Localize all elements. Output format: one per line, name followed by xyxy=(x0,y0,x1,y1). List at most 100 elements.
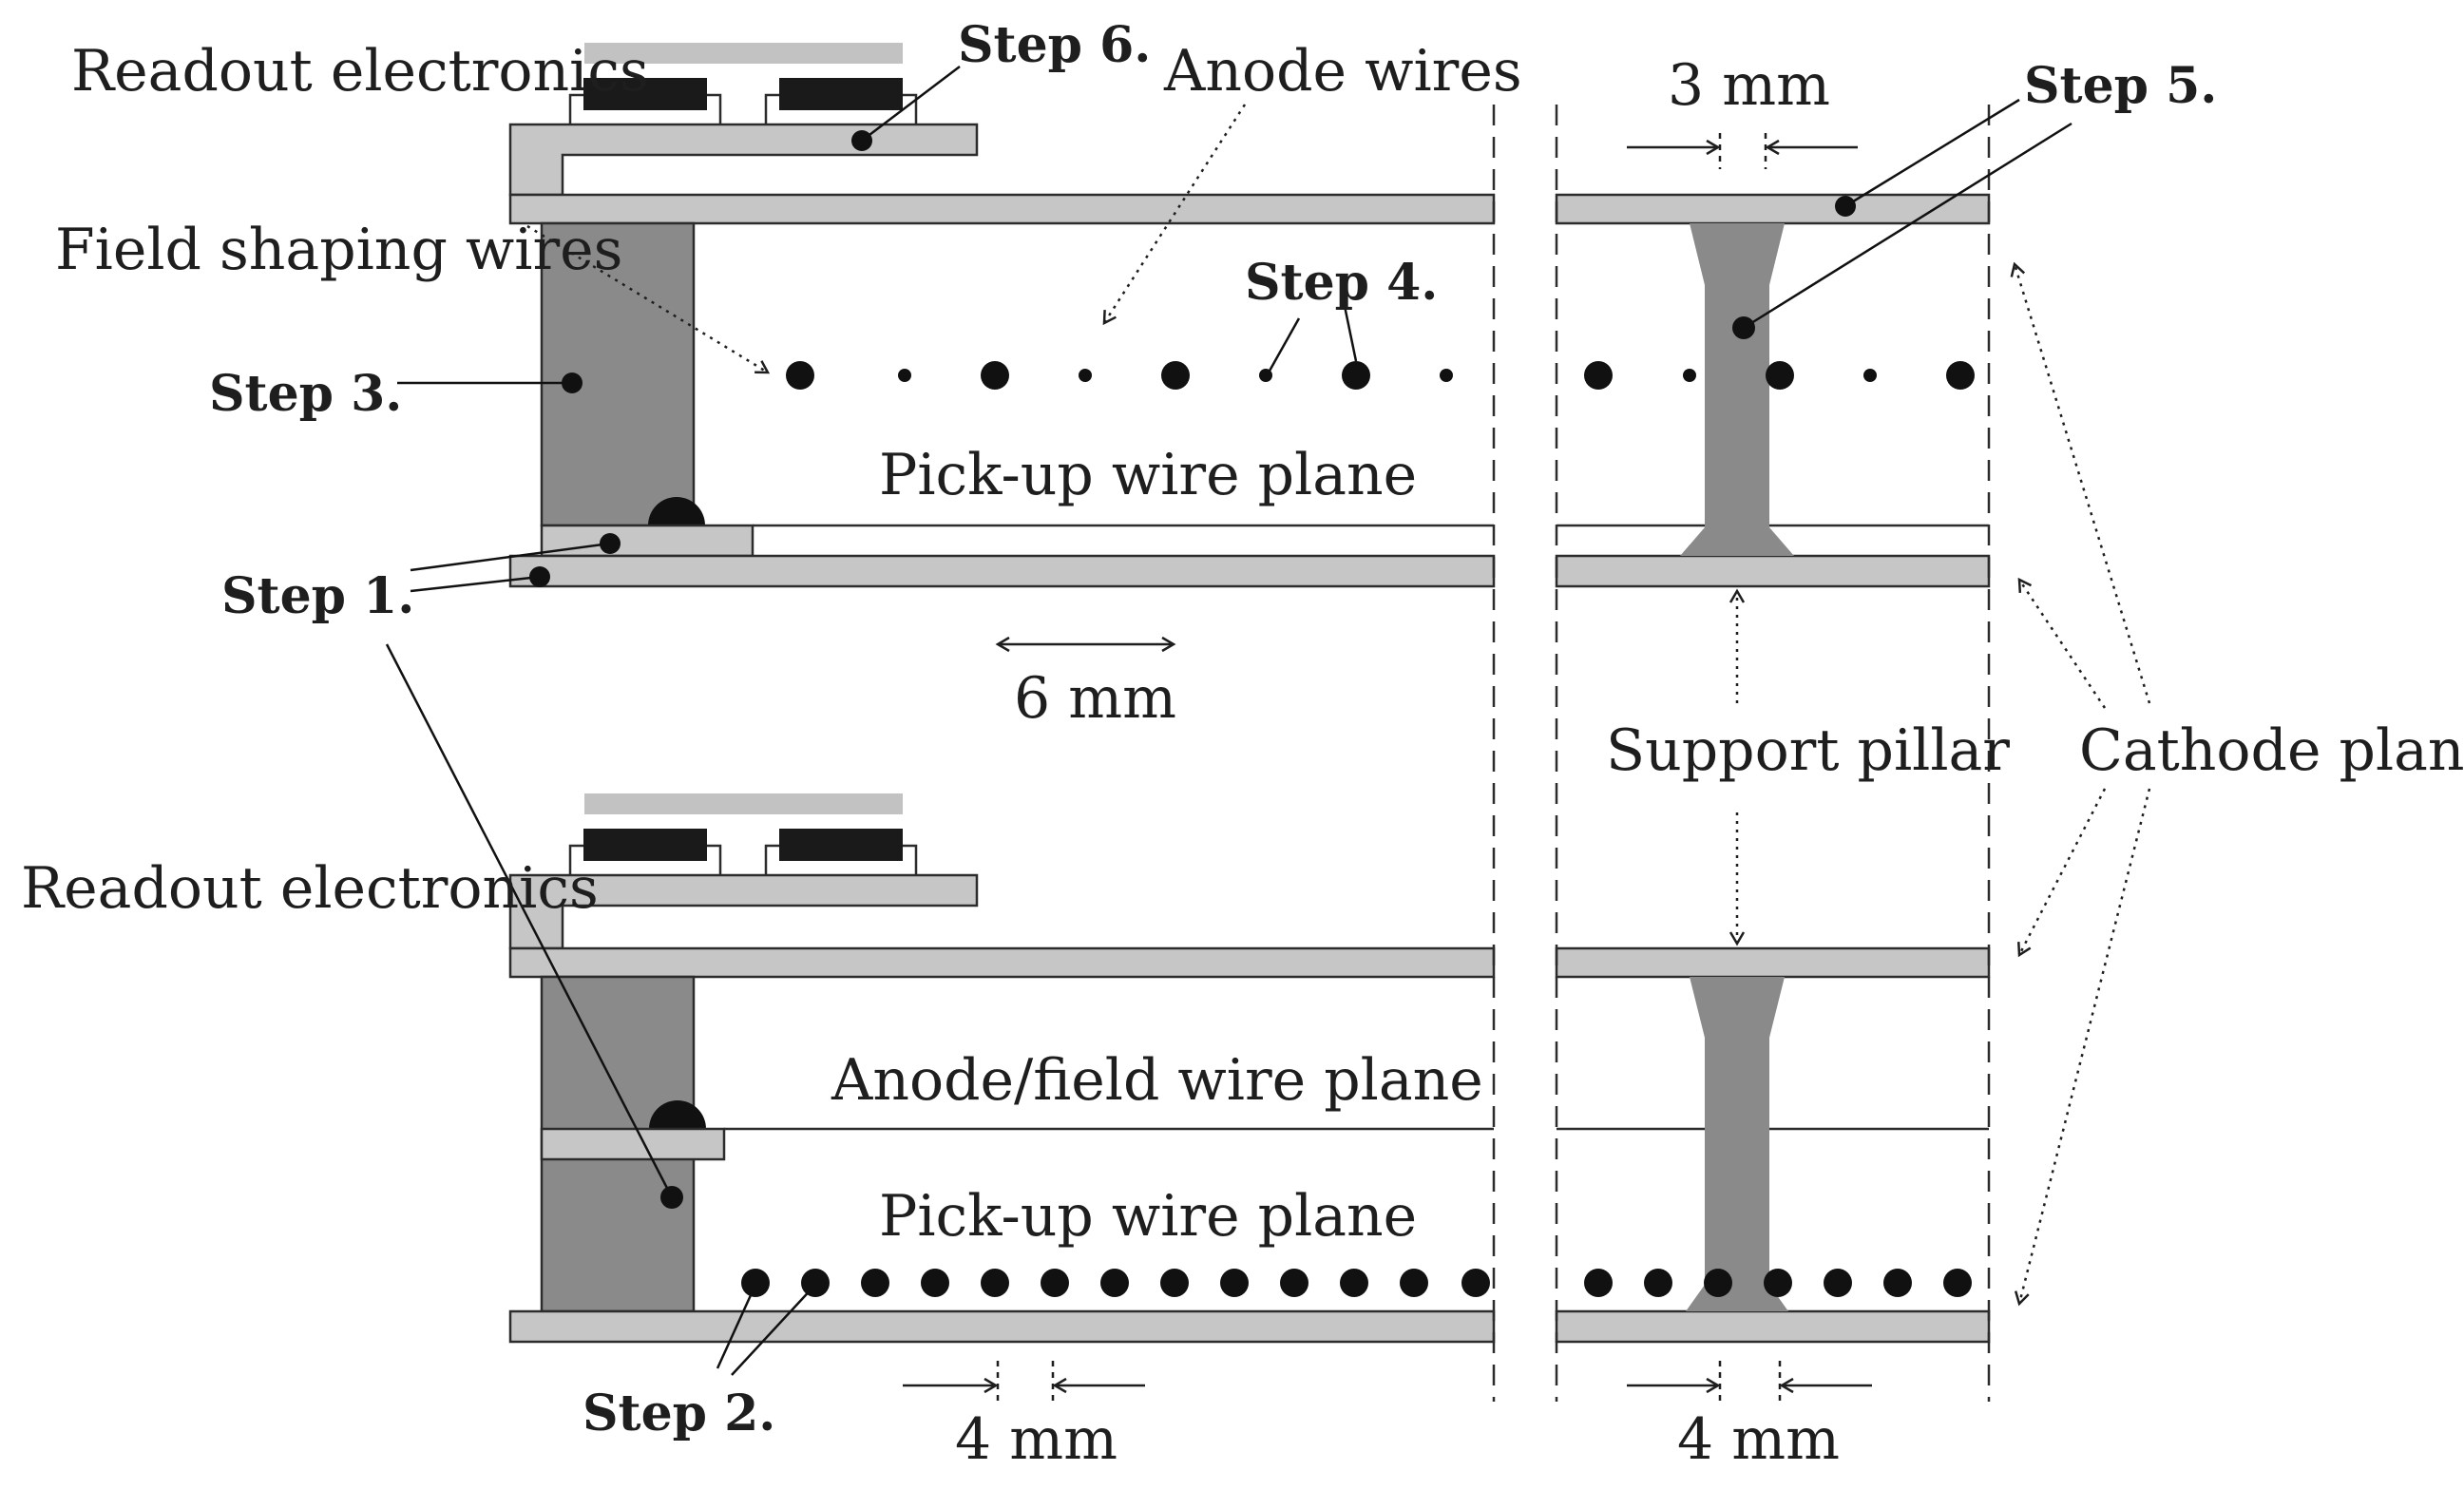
chip xyxy=(583,829,707,861)
readout-pcb-bracket xyxy=(508,123,979,197)
anode-field-wires-top xyxy=(786,361,1975,390)
chip-cover-top xyxy=(584,43,903,64)
pickup-wire xyxy=(921,1269,949,1297)
pickup-wire xyxy=(1764,1269,1792,1297)
step1-dot xyxy=(600,533,621,554)
step6-dot xyxy=(851,130,872,151)
support-pillar-bottom xyxy=(1686,977,1788,1311)
pickup-wire xyxy=(1644,1269,1672,1297)
step-leaders xyxy=(385,66,2072,1376)
step4-label: Step 4. xyxy=(1245,254,1438,312)
pickup-wire-plane-label-bottom: Pick-up wire plane xyxy=(879,1183,1417,1250)
pickup-wire xyxy=(1584,1269,1613,1297)
cathode-plane-lower-bottom-right xyxy=(1555,1309,1991,1344)
pickup-wires-bottom xyxy=(741,1269,1972,1297)
pickup-wire-plane-label-top: Pick-up wire plane xyxy=(879,442,1417,508)
anode-wire xyxy=(1766,361,1794,390)
pickup-wire xyxy=(1943,1269,1972,1297)
field-wire xyxy=(1079,369,1092,382)
pickup-wire xyxy=(1400,1269,1428,1297)
pickup-wire xyxy=(1220,1269,1249,1297)
step3-label: Step 3. xyxy=(209,365,402,423)
support-pillar-label: Support pillar xyxy=(1606,717,2010,784)
step1-label: Step 1. xyxy=(221,567,414,625)
glue-blob xyxy=(648,497,705,525)
cathode-plane-upper-top-right xyxy=(1555,193,1991,225)
support-pillar-top xyxy=(1680,223,1794,556)
chip xyxy=(779,829,903,861)
anode-wires-pointer xyxy=(1102,104,1247,326)
pickup-wire xyxy=(1100,1269,1129,1297)
step6-label: Step 6. xyxy=(958,16,1151,74)
step5-label: Step 5. xyxy=(2024,57,2217,115)
readout-electronics-label-top: Readout electronics xyxy=(71,38,649,105)
anode-field-wire-plane-label: Anode/field wire plane xyxy=(831,1047,1483,1114)
glue-blob xyxy=(649,1100,706,1129)
field-wire xyxy=(1440,369,1453,382)
step3-dot xyxy=(562,372,583,393)
step1-leader xyxy=(410,542,611,572)
pickup-wire xyxy=(1041,1269,1069,1297)
chip xyxy=(779,78,903,110)
step5-leader xyxy=(1743,122,2072,330)
pickup-wire xyxy=(1160,1269,1189,1297)
cathode-plane-lower-top xyxy=(508,946,1496,979)
anode-wire xyxy=(1342,361,1370,390)
step5-dot xyxy=(1835,196,1856,217)
anode-wire xyxy=(786,361,814,390)
cathode-pointer xyxy=(2017,577,2107,709)
labels: Readout electronics Anode wires Field sh… xyxy=(21,16,2464,1473)
cathode-plane-upper-bottom-right xyxy=(1555,554,1991,588)
anode-wire xyxy=(1161,361,1190,390)
pickup-wire xyxy=(1280,1269,1308,1297)
step2-leader xyxy=(716,1284,757,1369)
pickup-pcb-ledge-top xyxy=(540,524,754,558)
step6-leader xyxy=(861,66,961,142)
break-lines xyxy=(1492,105,1991,1402)
anode-wire xyxy=(1946,361,1975,390)
cathode-plane-lower-top-right xyxy=(1555,946,1991,979)
step2-label: Step 2. xyxy=(583,1385,775,1442)
step1-leader xyxy=(385,643,674,1198)
dim-4mm-right-label: 4 mm xyxy=(1677,1406,1840,1473)
pickup-wire xyxy=(981,1269,1009,1297)
bottom-module xyxy=(508,793,1991,1344)
cathode-planes-label: Cathode planes xyxy=(2079,717,2464,784)
pickup-wire xyxy=(861,1269,889,1297)
field-shaping-wires-label: Field shaping wires xyxy=(55,217,622,283)
field-wire xyxy=(898,369,911,382)
step5-leader xyxy=(1844,98,2020,208)
pickup-wire xyxy=(741,1269,770,1297)
cathode-pointer xyxy=(2017,788,2107,958)
dim-4mm-left-label: 4 mm xyxy=(955,1406,1117,1473)
anode-wires-label: Anode wires xyxy=(1163,38,1522,105)
dimension-marks xyxy=(903,133,1872,1402)
field-wire xyxy=(1863,369,1877,382)
pickup-wire xyxy=(801,1269,830,1297)
step1-dot xyxy=(660,1186,683,1209)
pickup-wire xyxy=(1704,1269,1732,1297)
step1-leader xyxy=(410,575,541,593)
anode-wire xyxy=(981,361,1009,390)
cathode-plane-upper-bottom xyxy=(508,554,1496,588)
step4-leader xyxy=(1267,317,1301,373)
step5-dot xyxy=(1732,316,1755,339)
cathode-pointer xyxy=(2014,788,2151,1307)
chip-cover-bottom xyxy=(584,793,903,814)
anode-pcb-ledge-bottom xyxy=(540,1127,726,1161)
pickup-wire xyxy=(1340,1269,1368,1297)
top-module xyxy=(508,43,1991,588)
cathode-plane-upper-top xyxy=(508,193,1496,225)
pickup-wire xyxy=(1883,1269,1912,1297)
cathode-plane-lower-bottom xyxy=(508,1309,1496,1344)
dim-6mm-label: 6 mm xyxy=(1014,665,1176,732)
step1-dot xyxy=(529,566,550,587)
pickup-wire xyxy=(1461,1269,1490,1297)
dim-3mm-label: 3 mm xyxy=(1668,52,1830,119)
anode-wire xyxy=(1584,361,1613,390)
step4-leader xyxy=(1343,305,1358,362)
chip xyxy=(583,78,707,110)
step2-leader xyxy=(731,1284,816,1376)
field-wire xyxy=(1683,369,1696,382)
